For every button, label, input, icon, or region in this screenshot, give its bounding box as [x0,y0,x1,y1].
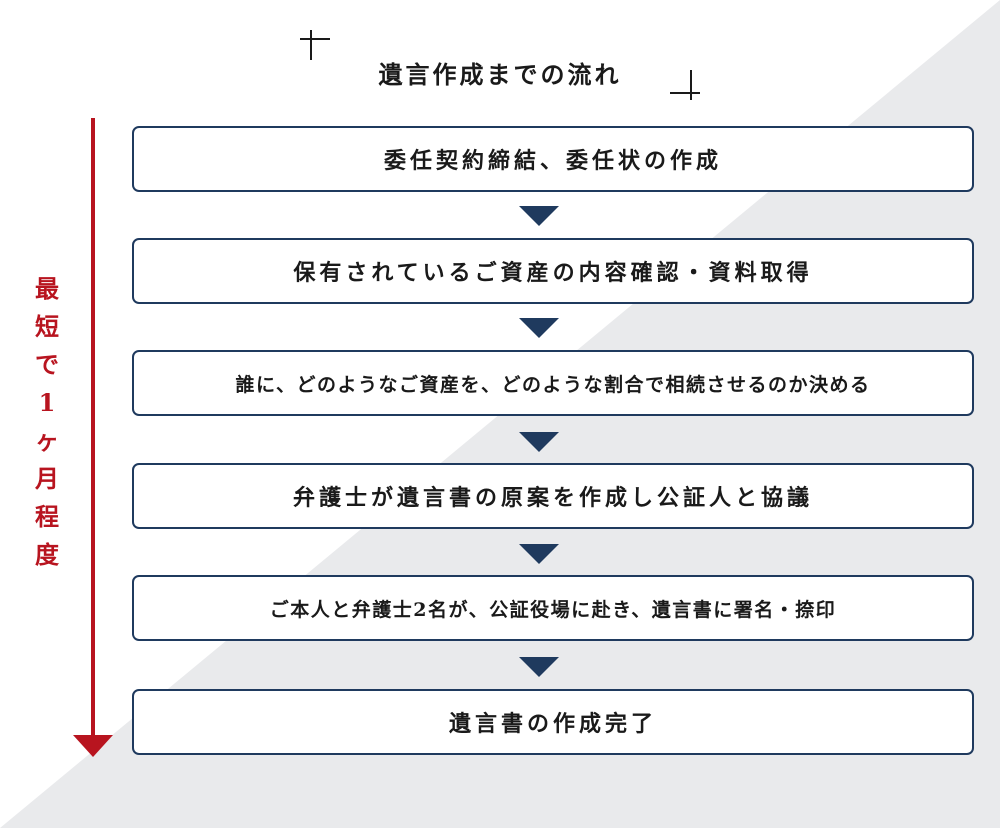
corner-mark-top-left [300,30,330,60]
corner-mark-bottom-right [670,70,700,100]
timeline-char: 度 [35,540,59,569]
title-area: 遺言作成までの流れ [300,30,700,100]
timeline-label: 最 短 で 1 ヶ 月 程 度 [30,270,64,574]
timeline-char: ヶ [35,426,59,455]
step-6-box: 遺言書の作成完了 [132,689,974,755]
step-1-box: 委任契約締結、委任状の作成 [132,126,974,192]
timeline-char: 月 [35,464,59,493]
down-arrow-icon [519,544,559,564]
timeline-char: 程 [35,502,59,531]
down-arrow-icon [519,318,559,338]
down-arrow-icon [519,657,559,677]
page-title: 遺言作成までの流れ [378,60,622,89]
timeline-char: 1 [38,388,56,417]
down-arrow-icon [519,432,559,452]
timeline-arrowhead [73,735,113,757]
down-arrow-icon [519,206,559,226]
timeline-line [91,118,95,738]
step-5-box: ご本人と弁護士2名が、公証役場に赴き、遺言書に署名・捺印 [132,575,974,641]
step-2-box: 保有されているご資産の内容確認・資料取得 [132,238,974,304]
timeline-char: で [35,350,59,379]
timeline-char: 最 [35,274,59,303]
timeline-char: 短 [35,312,59,341]
step-4-box: 弁護士が遺言書の原案を作成し公証人と協議 [132,463,974,529]
step-3-box: 誰に、どのようなご資産を、どのような割合で相続させるのか決める [132,350,974,416]
